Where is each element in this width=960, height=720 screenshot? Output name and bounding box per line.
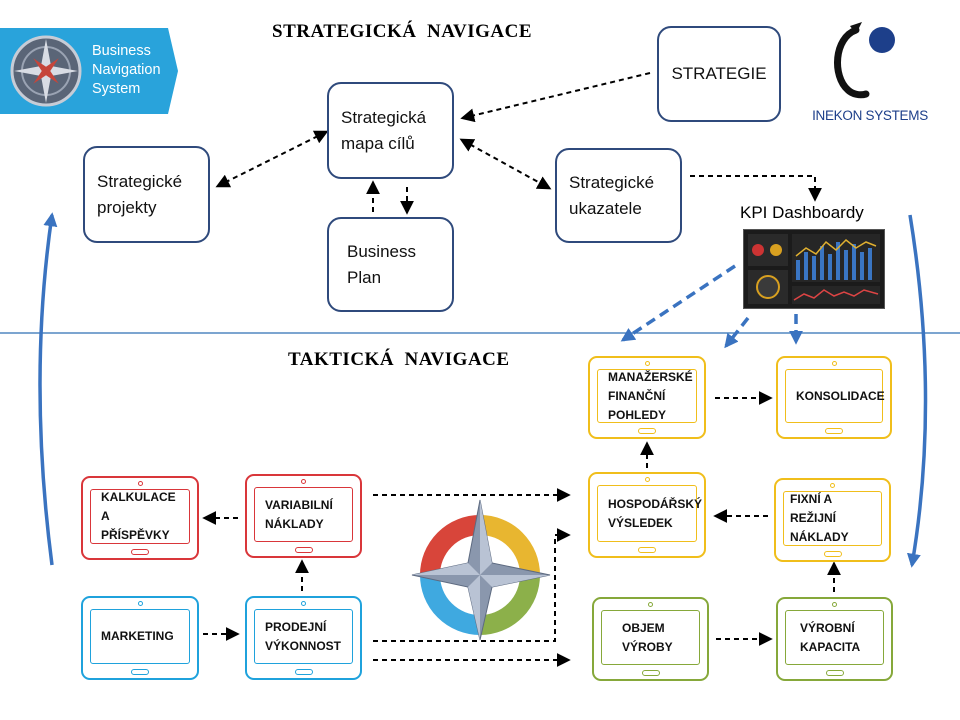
strategic-projects-box[interactable]: Strategické projekty <box>83 146 210 243</box>
production-volume-label: OBJEM VÝROBY <box>622 620 673 654</box>
tablet-screen: VÝROBNÍ KAPACITA <box>785 610 884 665</box>
variable-costs-label: VARIABILNÍ NÁKLADY <box>265 497 333 531</box>
kpi-dashboards-label: KPI Dashboardy <box>740 203 864 222</box>
tablet-home-button-icon <box>825 428 843 434</box>
tablet-home-button-icon <box>638 428 656 434</box>
bns-logo-text: Business Navigation System <box>92 43 161 97</box>
tablet-screen: OBJEM VÝROBY <box>601 610 700 665</box>
arrow-kpi-to-manager-1 <box>620 264 736 342</box>
fixed-costs-label: FIXNÍ A REŽIJNÍ NÁKLADY <box>790 492 849 544</box>
tablet-home-button-icon <box>131 549 149 555</box>
compass-rose-icon <box>10 35 82 107</box>
tablet-screen: KONSOLIDACE <box>785 369 885 423</box>
tablet-screen: HOSPODÁŘSKÝ VÝSLEDEK <box>597 485 702 542</box>
tablet-home-button-icon <box>641 670 660 676</box>
tablet-manager-views[interactable]: MANAŽERSKÉ FINANČNÍ POHLEDY <box>588 356 706 439</box>
tablet-home-button-icon <box>638 547 656 553</box>
production-capacity-label: VÝROBNÍ KAPACITA <box>800 620 861 654</box>
tablet-screen: KALKULACE A PŘÍSPĚVKY <box>90 489 190 544</box>
strategy-box[interactable]: STRATEGIE <box>657 26 781 122</box>
business-plan-box[interactable]: Business Plan <box>327 217 454 312</box>
tablet-home-button-icon <box>823 551 842 557</box>
tactical-section-title: TAKTICKÁ NAVIGACE <box>288 349 510 370</box>
tablet-camera-icon <box>301 479 306 484</box>
costing-label: KALKULACE A PŘÍSPĚVKY <box>101 490 176 542</box>
tablet-camera-icon <box>831 361 837 366</box>
tablet-camera-icon <box>301 601 306 606</box>
tablet-home-button-icon <box>131 669 149 675</box>
tablet-fixed-costs[interactable]: FIXNÍ A REŽIJNÍ NÁKLADY <box>774 478 891 562</box>
tablet-camera-icon <box>832 602 837 607</box>
tablet-sales-performance[interactable]: PRODEJNÍ VÝKONNOST <box>245 596 362 680</box>
inekon-logo-text: INEKON SYSTEMS <box>812 108 928 123</box>
tablet-economic-result[interactable]: HOSPODÁŘSKÝ VÝSLEDEK <box>588 472 706 558</box>
economic-result-label: HOSPODÁŘSKÝ VÝSLEDEK <box>608 496 703 530</box>
tablet-home-button-icon <box>294 669 313 675</box>
tablet-production-capacity[interactable]: VÝROBNÍ KAPACITA <box>776 597 893 681</box>
tablet-screen: MANAŽERSKÉ FINANČNÍ POHLEDY <box>597 369 697 423</box>
strategic-projects-label: Strategické projekty <box>97 171 183 217</box>
arrow-sales-to-result <box>373 528 571 642</box>
consolidation-label: KONSOLIDACE <box>796 388 885 403</box>
strategic-indicators-box[interactable]: Strategické ukazatele <box>555 148 682 243</box>
tablet-camera-icon <box>137 601 143 606</box>
sales-performance-label: PRODEJNÍ VÝKONNOST <box>265 619 342 653</box>
strategic-map-box[interactable]: Strategická mapa cílů <box>327 82 454 179</box>
strategic-section-title: STRATEGICKÁ NAVIGACE <box>272 21 533 42</box>
cycle-arrow-down <box>906 214 928 568</box>
arrow-strategy-to-map <box>460 72 651 123</box>
tablet-camera-icon <box>830 483 835 488</box>
arrow-map-projects <box>215 130 329 188</box>
business-plan-label: Business Plan <box>347 241 416 287</box>
tablet-camera-icon <box>137 481 143 486</box>
arrow-indicators-to-kpi <box>690 175 822 202</box>
bns-logo: Business Navigation System <box>0 28 178 114</box>
marketing-label: MARKETING <box>101 629 174 643</box>
cycle-arrow-up <box>38 212 58 566</box>
tablet-screen: MARKETING <box>90 609 190 664</box>
tablet-home-button-icon <box>825 670 844 676</box>
inekon-logo-mark-icon <box>834 22 895 99</box>
tablet-costing[interactable]: KALKULACE A PŘÍSPĚVKY <box>81 476 199 560</box>
tablet-consolidation[interactable]: KONSOLIDACE <box>776 356 892 439</box>
tablet-screen: PRODEJNÍ VÝKONNOST <box>254 609 353 664</box>
tablet-marketing[interactable]: MARKETING <box>81 596 199 680</box>
tablet-camera-icon <box>648 602 653 607</box>
tablet-home-button-icon <box>294 547 313 553</box>
arrow-map-indicators <box>459 138 552 190</box>
kpi-dashboard-thumbnail[interactable] <box>743 229 885 309</box>
tablet-variable-costs[interactable]: VARIABILNÍ NÁKLADY <box>245 474 362 558</box>
tablet-production-volume[interactable]: OBJEM VÝROBY <box>592 597 709 681</box>
arrow-kpi-to-manager-2 <box>724 316 750 349</box>
compass-graphic <box>411 499 551 641</box>
strategic-map-label: Strategická mapa cílů <box>341 107 427 153</box>
strategic-indicators-label: Strategické ukazatele <box>569 172 655 218</box>
tablet-screen: VARIABILNÍ NÁKLADY <box>254 487 353 542</box>
tablet-screen: FIXNÍ A REŽIJNÍ NÁKLADY <box>783 491 882 546</box>
tablet-camera-icon <box>644 361 650 366</box>
manager-views-label: MANAŽERSKÉ FINANČNÍ POHLEDY <box>608 369 693 422</box>
strategy-label: STRATEGIE <box>671 64 767 83</box>
dashboard-preview-icon <box>748 234 880 304</box>
tablet-camera-icon <box>644 477 650 482</box>
